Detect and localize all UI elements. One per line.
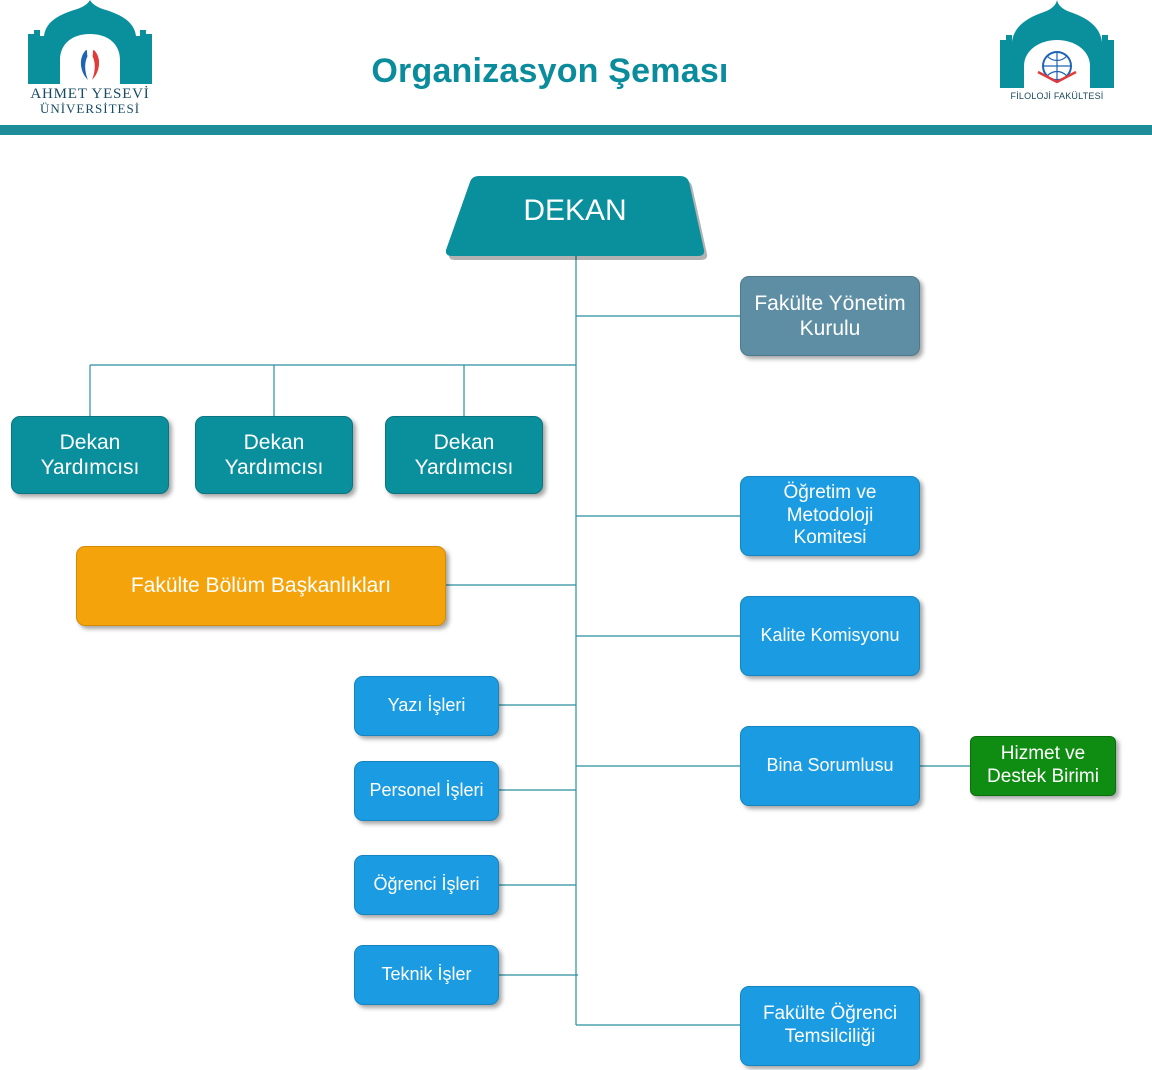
- node-fakulte-ogrenci-temsilciligi[interactable]: Fakülte Öğrenci Temsilciliği: [740, 986, 920, 1066]
- node-label: Fakülte Öğrenci Temsilciliği: [762, 1003, 898, 1047]
- university-emblem-icon: [28, 0, 152, 84]
- node-yazi-isleri[interactable]: Yazı İşleri: [354, 676, 499, 736]
- node-teknik-isler[interactable]: Teknik İşler: [354, 945, 499, 1005]
- node-dekan-yardimcisi-2[interactable]: Dekan Yardımcısı: [195, 416, 353, 494]
- faculty-logo-text: FİLOLOJİ FAKÜLTESİ: [1010, 91, 1104, 101]
- node-label: Kalite Komisyonu: [760, 625, 900, 646]
- node-ogrenci-isleri[interactable]: Öğrenci İşleri: [354, 855, 499, 915]
- dekan-node[interactable]: DEKAN: [445, 176, 708, 260]
- ahmet-yesevi-university-logo: AHMET YESEVİ ÜNİVERSİTESİ: [28, 0, 152, 118]
- node-label: Teknik İşler: [381, 964, 472, 985]
- logo-text-line-2: ÜNİVERSİTESİ: [39, 101, 141, 116]
- logo-text-line-1: AHMET YESEVİ: [30, 86, 150, 102]
- node-label: Dekan Yardımcısı: [414, 430, 514, 479]
- node-ogretim-metodoloji-komitesi[interactable]: Öğretim ve Metodoloji Komitesi: [740, 476, 920, 556]
- node-fakulte-yonetim-kurulu[interactable]: Fakülte Yönetim Kurulu: [740, 276, 920, 356]
- node-label: Yazı İşleri: [387, 695, 466, 716]
- node-label: Dekan Yardımcısı: [40, 430, 140, 479]
- node-fakulte-bolum-baskanliklari[interactable]: Fakülte Bölüm Başkanlıkları: [76, 546, 446, 626]
- filoloji-fakultesi-logo: FİLOLOJİ FAKÜLTESİ: [996, 0, 1118, 105]
- page-title: Organizasyon Şeması: [371, 52, 729, 90]
- node-dekan-yardimcisi-3[interactable]: Dekan Yardımcısı: [385, 416, 543, 494]
- dekan-trapezoid-shape: [445, 176, 708, 260]
- node-label: Personel İşleri: [369, 780, 484, 801]
- node-kalite-komisyonu[interactable]: Kalite Komisyonu: [740, 596, 920, 676]
- node-personel-isleri[interactable]: Personel İşleri: [354, 761, 499, 821]
- node-label: Bina Sorumlusu: [766, 755, 894, 776]
- node-label: Hizmet ve Destek Birimi: [987, 743, 1099, 787]
- node-bina-sorumlusu[interactable]: Bina Sorumlusu: [740, 726, 920, 806]
- dekan-label: DEKAN: [523, 194, 627, 227]
- header-divider-bar: [0, 125, 1152, 135]
- node-hizmet-destek-birimi[interactable]: Hizmet ve Destek Birimi: [970, 736, 1116, 796]
- node-label: Öğrenci İşleri: [373, 874, 480, 895]
- node-label: Öğretim ve Metodoloji Komitesi: [783, 481, 877, 549]
- node-dekan-yardimcisi-1[interactable]: Dekan Yardımcısı: [11, 416, 169, 494]
- node-label: Fakülte Bölüm Başkanlıkları: [130, 574, 392, 598]
- node-label: Fakülte Yönetim Kurulu: [754, 291, 906, 340]
- node-label: Dekan Yardımcısı: [224, 430, 324, 479]
- page-header: AHMET YESEVİ ÜNİVERSİTESİ Organizasyon Ş…: [0, 0, 1152, 135]
- faculty-emblem-icon: [1000, 0, 1114, 88]
